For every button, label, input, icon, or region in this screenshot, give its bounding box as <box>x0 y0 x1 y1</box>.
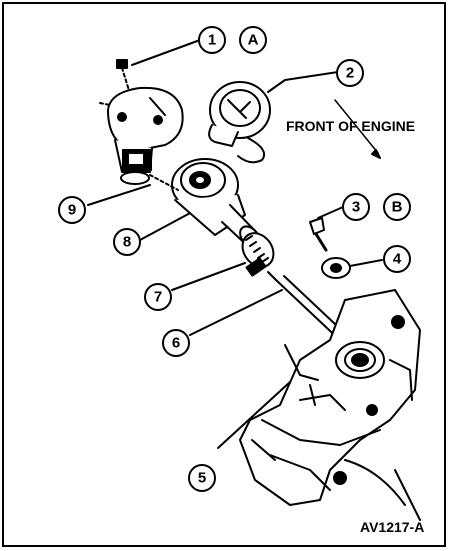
leader-line-4 <box>349 259 383 267</box>
callout-label-4: 4 <box>393 251 402 268</box>
rotor-shield-part <box>208 81 271 164</box>
drive-gear-part <box>241 232 275 277</box>
hold-down-bolt-part <box>309 217 328 252</box>
leader-line-5 <box>217 381 291 449</box>
callout-label-2: 2 <box>346 65 354 82</box>
callout-circle-a <box>239 26 267 54</box>
clamp-washer-part <box>321 257 351 279</box>
callout-label-3: 3 <box>352 199 360 216</box>
callout-label-7: 7 <box>154 289 162 306</box>
figure-id: AV1217-A <box>360 519 424 535</box>
leader-line-1 <box>131 39 201 66</box>
callout-label-5: 5 <box>198 470 206 487</box>
leader-line-3 <box>317 206 344 219</box>
detail-key-a: A <box>248 32 259 49</box>
callout-label-9: 9 <box>68 202 76 219</box>
callout-circle-7 <box>144 283 172 311</box>
callout-circle-8 <box>113 228 141 256</box>
callout-circle-3 <box>342 193 370 221</box>
distributor-cap-part <box>99 86 184 185</box>
callout-label-1: 1 <box>208 32 216 49</box>
leader-line-7 <box>171 262 246 291</box>
leader-line-6 <box>189 289 283 336</box>
callout-circle-6 <box>162 329 190 357</box>
callout-circle-2 <box>336 59 364 87</box>
callout-circle-1 <box>198 26 226 54</box>
detail-key-b: B <box>392 199 403 216</box>
front-arrow-line <box>334 99 379 154</box>
front-of-engine-note: FRONT OF ENGINE <box>286 118 415 134</box>
engine-block-part <box>239 289 421 521</box>
callout-circle-4 <box>383 245 411 273</box>
callout-circle-5 <box>188 464 216 492</box>
leader-line-9 <box>87 184 151 206</box>
callout-label-8: 8 <box>123 234 131 251</box>
front-arrow-head <box>371 149 381 159</box>
callout-label-6: 6 <box>172 335 180 352</box>
callout-circle-9 <box>58 196 86 224</box>
callout-circle-b <box>383 193 411 221</box>
leader-line-2 <box>267 71 339 93</box>
